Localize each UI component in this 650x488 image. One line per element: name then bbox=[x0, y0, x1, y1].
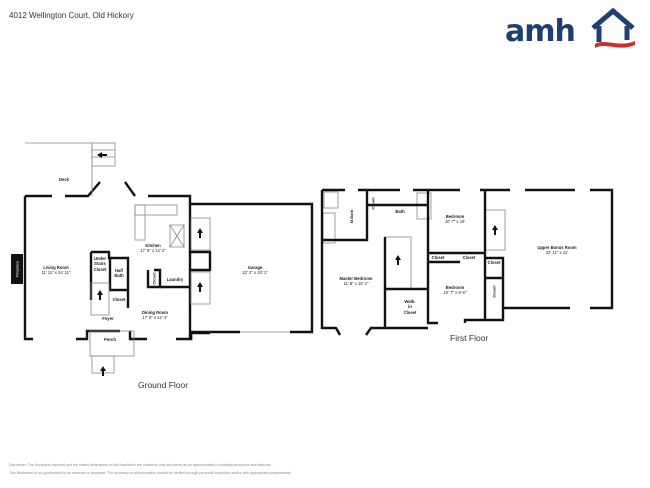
room-closet-3: Closet bbox=[487, 260, 501, 265]
room-bedroom-1: Bedroom 10' 7" x 10' bbox=[444, 214, 466, 225]
room-garage: Garage 22' 2" x 23' 1" bbox=[242, 265, 268, 276]
room-laundry: Laundry bbox=[166, 277, 184, 282]
room-foyer: Foyer bbox=[102, 316, 114, 321]
room-bedroom-2: Bedroom 10' 7" x 9' 6" bbox=[443, 285, 467, 296]
property-address: 4012 Wellington Court, Old Hickory bbox=[9, 11, 134, 20]
fireplace: Fireplace bbox=[11, 254, 23, 284]
room-living-room: Living Room 11' 11" x 24' 11" bbox=[41, 265, 71, 276]
room-half-bath: Half Bath bbox=[114, 268, 124, 279]
room-dining-room: Dining Room 17' 9" x 12' 4" bbox=[141, 310, 169, 321]
room-closet-bath: Closet bbox=[370, 197, 376, 210]
room-closet-laundry: Closet bbox=[151, 272, 157, 285]
house-roof-icon bbox=[591, 8, 635, 48]
room-kitchen: Kitchen 17' 9" x 14' 2" bbox=[140, 243, 166, 254]
room-upper-bonus-room: Upper Bonus Room 22' 11" x 21' bbox=[537, 245, 577, 256]
first-floor-label: First Floor bbox=[450, 333, 489, 343]
room-closet-2: Closet bbox=[462, 255, 476, 260]
room-bath: Bath bbox=[395, 209, 405, 214]
room-closet-ground: Closet bbox=[112, 297, 126, 302]
room-master-bedroom: Master Bedroom 11' 8" x 16' 2" bbox=[339, 276, 373, 287]
logo-text: amh bbox=[505, 14, 576, 49]
room-walk-in-closet: Walk-in Closet bbox=[403, 299, 417, 315]
disclaimer-line-1: Disclaimer: The floorplans depicted and … bbox=[9, 463, 272, 467]
room-closet-1: Closet bbox=[431, 255, 445, 260]
room-under-stairs-closet: Under Stairs Closet bbox=[93, 256, 107, 272]
ground-floor-label: Ground Floor bbox=[138, 380, 189, 390]
room-deck: Deck bbox=[58, 177, 70, 182]
amh-logo: amh bbox=[505, 8, 640, 52]
disclaimer-line-2: This illustration is not guaranteed to b… bbox=[9, 471, 292, 475]
room-porch: Porch bbox=[104, 337, 116, 342]
room-closet-4: Closet bbox=[491, 285, 497, 298]
room-master-bath: M.Bath bbox=[349, 209, 355, 224]
